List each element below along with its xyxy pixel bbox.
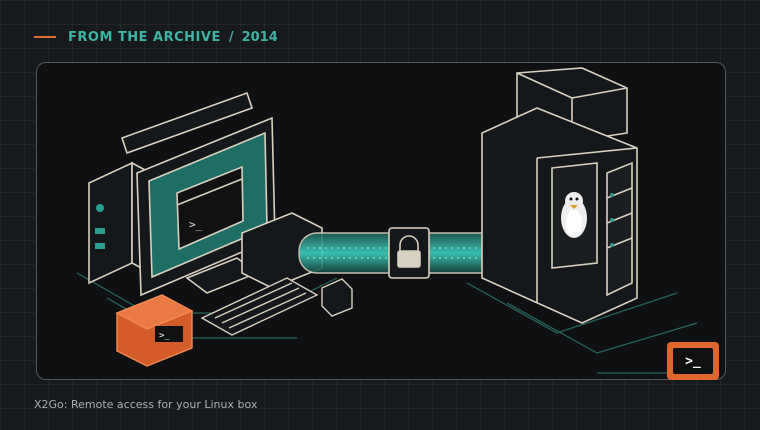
laptop-device-icon: >_ [115,294,194,367]
image-caption: X2Go: Remote access for your Linux box [34,398,258,411]
hero-illustration: >_ >_ [36,62,726,380]
terminal-prompt: >_ [673,348,713,374]
screen-prompt: >_ [189,218,203,231]
server-icon [481,67,638,324]
archive-year: 2014 [241,29,278,45]
accent-line [34,36,56,38]
tux-penguin-icon [561,192,587,238]
terminal-icon: >_ [667,342,719,380]
archive-label: FROM THE ARCHIVE [68,29,221,45]
desktop-computer-icon: >_ [120,91,276,297]
mouse-icon [321,278,353,317]
keyboard-icon [200,277,319,336]
illustration-svg: >_ >_ [76,67,698,374]
device-prompt: >_ [159,331,170,341]
archive-header: FROM THE ARCHIVE / 2014 [34,26,278,48]
header-separator: / [228,29,234,45]
padlock-icon [388,227,430,279]
